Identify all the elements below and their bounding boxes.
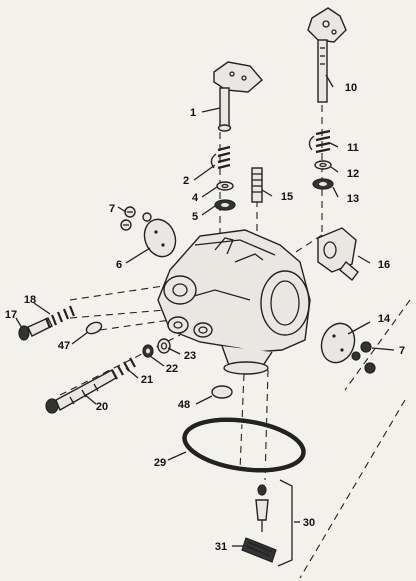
callout-2: 2 (183, 175, 189, 187)
callout-12: 12 (347, 168, 359, 180)
part-30-needle-valve (255, 479, 293, 567)
part-17-idle-screw (18, 317, 53, 341)
callout-1: 1 (190, 107, 196, 119)
part-14-choke-plate (320, 322, 356, 364)
callout-7-left: 7 (109, 203, 115, 215)
part-16-fitting (317, 227, 359, 282)
part-22-washer (142, 344, 154, 358)
part-12-seal (314, 160, 332, 170)
part-6-throttle-plate (143, 218, 177, 258)
part-29-gasket (182, 417, 306, 473)
part-31-clip (241, 537, 277, 563)
callout-7-right: 7 (399, 345, 405, 357)
callout-48: 48 (178, 399, 190, 411)
callout-30: 30 (303, 517, 315, 529)
part-7-screws-right (351, 341, 376, 374)
part-4-seal (216, 181, 234, 191)
callout-16: 16 (378, 259, 390, 271)
callout-14: 14 (378, 313, 391, 325)
carburetor-body (157, 229, 311, 375)
callout-20: 20 (96, 401, 108, 413)
callout-4: 4 (192, 192, 199, 204)
callout-6: 6 (116, 259, 122, 271)
callout-21: 21 (141, 374, 153, 386)
callout-labels: 1 2 4 5 6 7 7 10 11 12 13 14 15 16 17 18… (5, 82, 405, 553)
callout-5: 5 (192, 211, 198, 223)
callout-15: 15 (281, 191, 293, 203)
part-10-choke-shaft (307, 7, 347, 103)
leader-lines (15, 74, 395, 547)
callout-23: 23 (184, 350, 196, 362)
callout-10: 10 (345, 82, 357, 94)
part-1-throttle-shaft (213, 61, 263, 132)
callout-29: 29 (154, 457, 166, 469)
part-48-plug (211, 385, 233, 399)
callout-13: 13 (347, 193, 359, 205)
part-47-plug (85, 321, 103, 335)
part-21-spring (111, 357, 136, 380)
callout-17: 17 (5, 309, 17, 321)
part-18-spring (44, 305, 76, 329)
part-15-needle (251, 167, 263, 203)
part-23-seal (157, 338, 171, 354)
callout-31: 31 (215, 541, 227, 553)
part-13-washer (312, 178, 334, 190)
part-11-spring (308, 129, 331, 154)
callout-18: 18 (24, 294, 36, 306)
callout-22: 22 (166, 363, 178, 375)
callout-47: 47 (58, 340, 70, 352)
part-5-washer (214, 199, 236, 211)
callout-11: 11 (347, 142, 359, 154)
